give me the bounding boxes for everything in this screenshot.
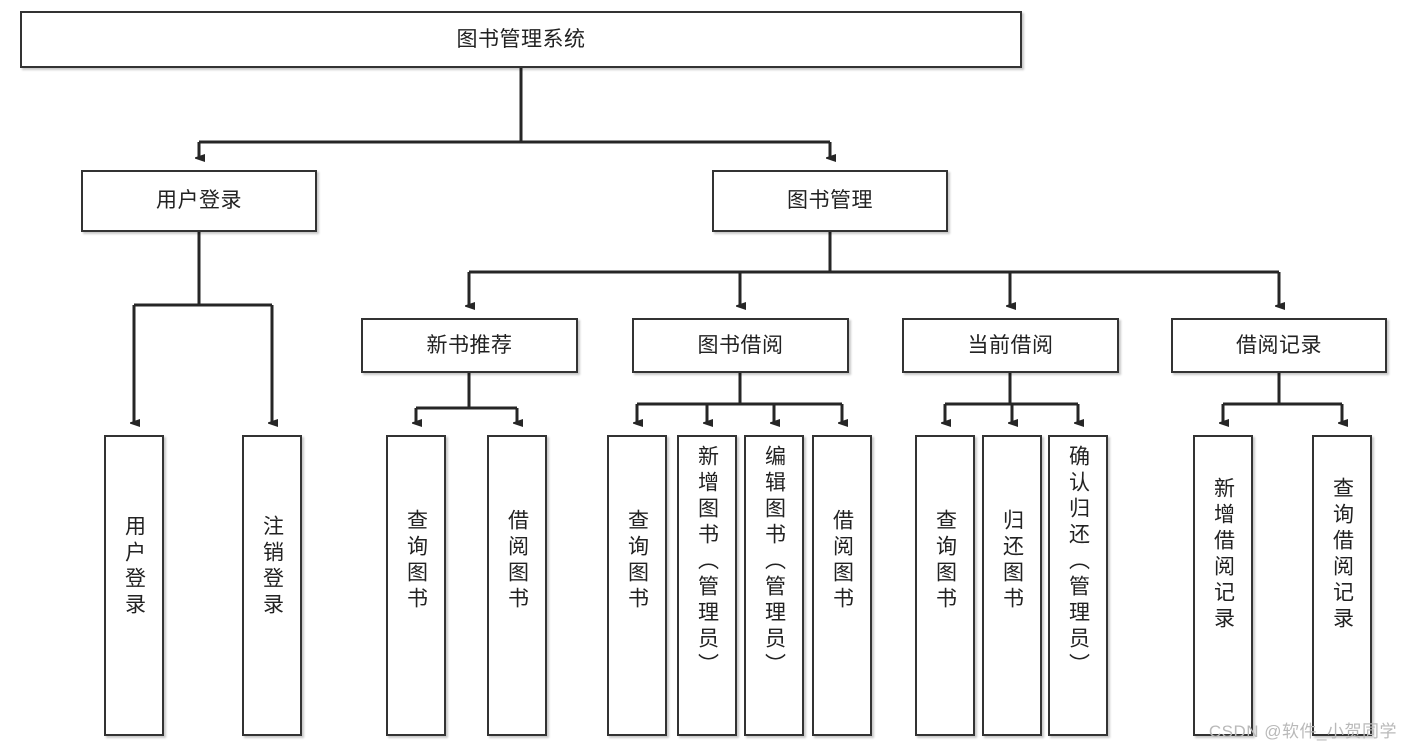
node-leaf-query-book-recommend[interactable]: 查询图书	[386, 435, 446, 736]
node-book-manage[interactable]: 图书管理	[712, 170, 948, 232]
node-leaf-edit-book-label: 编辑图书（管理员）	[762, 445, 786, 679]
node-leaf-user-login[interactable]: 用户登录	[104, 435, 164, 736]
node-leaf-query-book-current-label: 查询图书	[933, 509, 957, 613]
node-borrow-record-label: 借阅记录	[1236, 333, 1322, 357]
node-root[interactable]: 图书管理系统	[20, 11, 1022, 68]
watermark-text: CSDN @软件_小贺同学	[1208, 722, 1397, 741]
node-leaf-query-book[interactable]: 查询图书	[607, 435, 667, 736]
node-leaf-user-logout[interactable]: 注销登录	[242, 435, 302, 736]
node-leaf-borrow-book-recommend[interactable]: 借阅图书	[487, 435, 547, 736]
node-leaf-add-book-label: 新增图书（管理员）	[695, 445, 719, 679]
node-leaf-borrow-book-recommend-label: 借阅图书	[505, 509, 529, 613]
node-current-borrow[interactable]: 当前借阅	[902, 318, 1119, 373]
node-leaf-user-logout-label: 注销登录	[260, 515, 284, 619]
node-leaf-borrow-book-label: 借阅图书	[830, 509, 854, 613]
node-book-borrow[interactable]: 图书借阅	[632, 318, 849, 373]
node-user-login[interactable]: 用户登录	[81, 170, 317, 232]
node-user-login-label: 用户登录	[156, 189, 242, 213]
node-leaf-query-book-current[interactable]: 查询图书	[915, 435, 975, 736]
node-root-label: 图书管理系统	[456, 27, 586, 51]
node-leaf-add-record-label: 新增借阅记录	[1211, 477, 1235, 633]
node-leaf-edit-book[interactable]: 编辑图书（管理员）	[744, 435, 804, 736]
node-leaf-query-record-label: 查询借阅记录	[1330, 477, 1354, 633]
node-leaf-return-book-label: 归还图书	[1000, 509, 1024, 613]
node-leaf-return-book[interactable]: 归还图书	[982, 435, 1042, 736]
node-leaf-user-login-label: 用户登录	[122, 515, 146, 619]
node-leaf-query-book-recommend-label: 查询图书	[404, 509, 428, 613]
node-book-manage-label: 图书管理	[787, 189, 873, 213]
node-leaf-add-book[interactable]: 新增图书（管理员）	[677, 435, 737, 736]
node-book-borrow-label: 图书借阅	[697, 333, 784, 357]
node-leaf-query-record[interactable]: 查询借阅记录	[1312, 435, 1372, 736]
node-leaf-add-record[interactable]: 新增借阅记录	[1193, 435, 1253, 736]
node-leaf-confirm-return[interactable]: 确认归还（管理员）	[1048, 435, 1108, 736]
node-leaf-confirm-return-label: 确认归还（管理员）	[1066, 445, 1090, 679]
node-new-book-recommend-label: 新书推荐	[426, 333, 513, 357]
node-leaf-borrow-book[interactable]: 借阅图书	[812, 435, 872, 736]
node-current-borrow-label: 当前借阅	[967, 333, 1054, 357]
node-borrow-record[interactable]: 借阅记录	[1171, 318, 1387, 373]
node-leaf-query-book-label: 查询图书	[625, 509, 649, 613]
node-new-book-recommend[interactable]: 新书推荐	[361, 318, 578, 373]
